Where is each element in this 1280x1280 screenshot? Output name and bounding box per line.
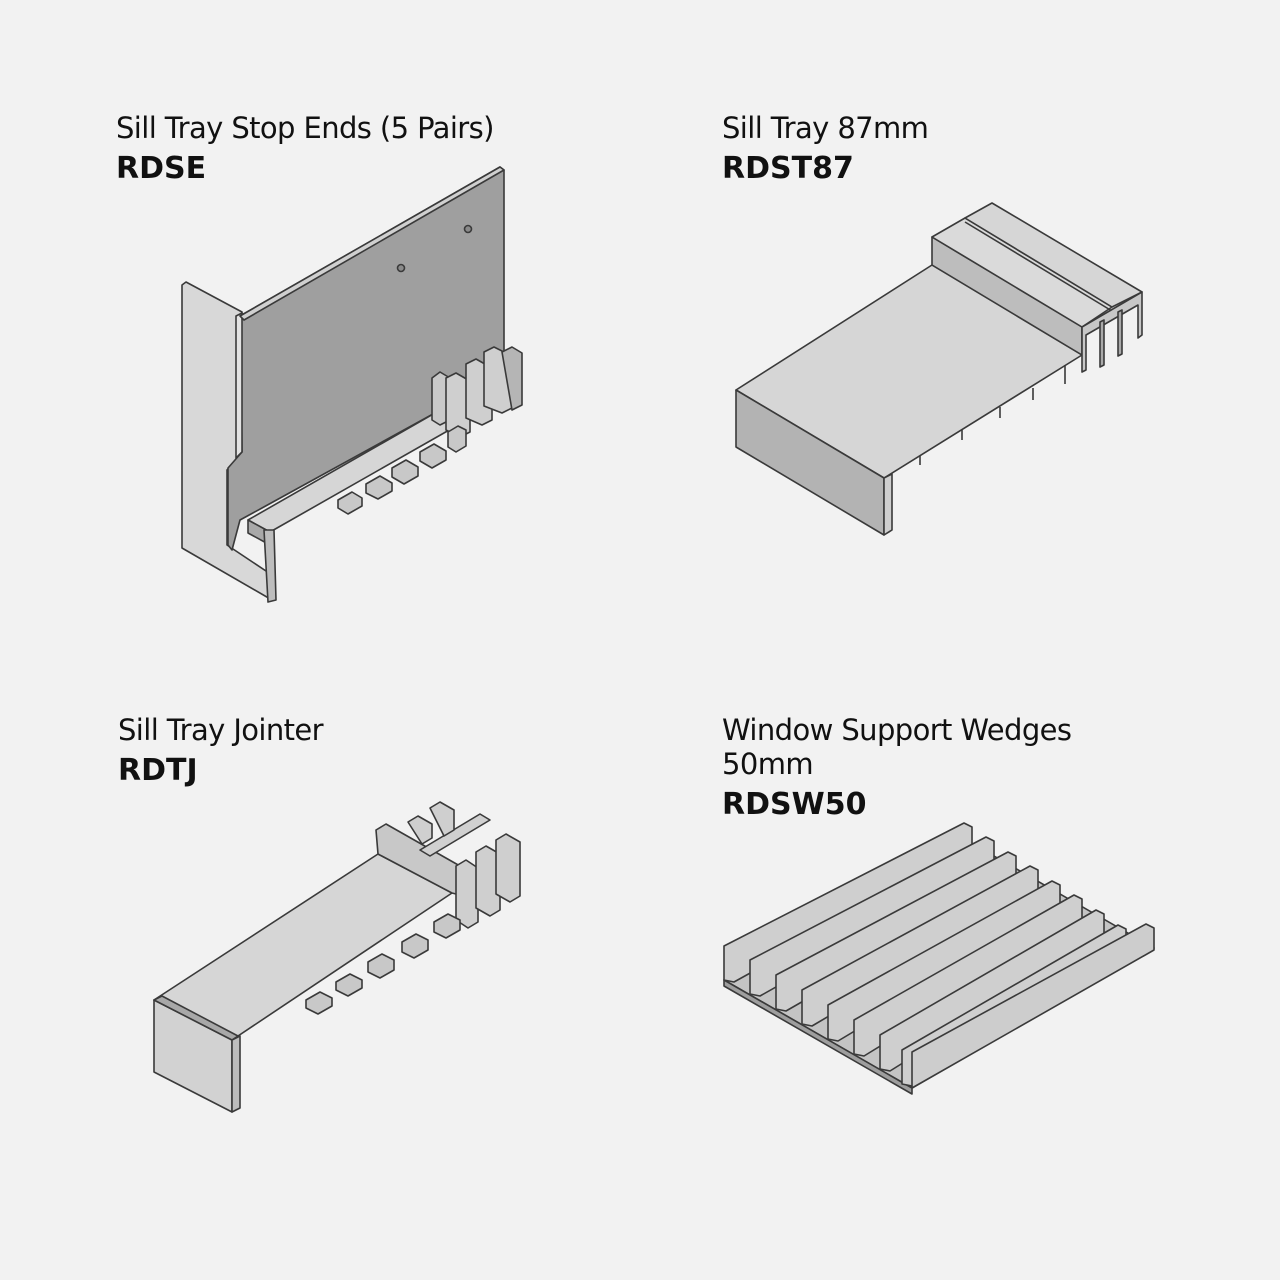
product-code: RDSW50 (722, 787, 867, 822)
product-name-line1: Window Support Wedges (722, 713, 1072, 747)
product-name: Sill Tray 87mm (722, 111, 929, 145)
product-jointer: Sill Tray Jointer RDTJ (118, 712, 324, 790)
product-stop-ends: Sill Tray Stop Ends (5 Pairs) RDSE (116, 110, 494, 188)
product-name: Sill Tray Jointer (118, 713, 324, 747)
product-code: RDST87 (722, 151, 854, 186)
product-name-line2: 50mm (722, 747, 814, 781)
product-sill-tray-87: Sill Tray 87mm RDST87 (722, 110, 929, 188)
product-name: Sill Tray Stop Ends (5 Pairs) (116, 111, 494, 145)
product-code: RDTJ (118, 753, 198, 788)
product-code: RDSE (116, 151, 207, 186)
product-wedges: Window Support Wedges 50mm RDSW50 (722, 712, 1072, 824)
